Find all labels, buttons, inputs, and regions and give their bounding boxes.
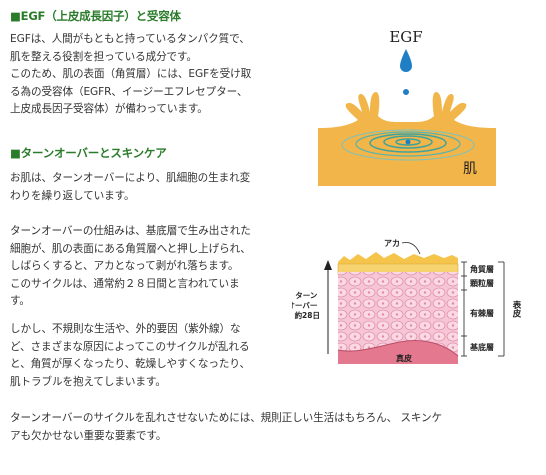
turnover-mechanism: ターンオーバーの仕組みは、基底層で生み出された 細胞が、肌の表面にある角質層へと… xyxy=(10,223,251,311)
egf-receptor-illustration: EGF 肌 xyxy=(318,28,496,186)
layer-label: 顆粒層 xyxy=(470,278,494,288)
text-line: す。 xyxy=(10,295,30,308)
dermis xyxy=(338,340,458,364)
turnover-heading: ■ターンオーバーとスキンケア xyxy=(10,146,167,160)
egf-paragraph: EGFは、人間がもともと持っているタンパク質で、 肌を整える役割を担っている成分… xyxy=(10,31,251,119)
layer-label: 基底層 xyxy=(469,342,494,352)
text-line: しばらくすると、アカとなって剥がれ落ちます。 xyxy=(10,260,239,273)
text-line: と、角質が厚くなったり、乾燥しやすくなったり、 xyxy=(10,358,250,371)
text-line: お肌は、ターンオーバーにより、肌細胞の生まれ変 xyxy=(10,172,251,184)
ripple-ring xyxy=(369,133,447,153)
layer-label: 角質層 xyxy=(470,264,494,274)
turnover-line: ターン xyxy=(295,290,318,300)
skin-label: 肌 xyxy=(463,161,477,177)
text-line: ターンオーバーの仕組みは、基底層で生み出された xyxy=(10,225,251,237)
text-line: 肌を整える役割を担っている成分です。 xyxy=(10,50,197,63)
layer-label: 有棘層 xyxy=(470,308,494,318)
turnover-disruption: しかし、不規則な生活や、外的要因（紫外線）な ど、さまざまな原因によってこのサイ… xyxy=(10,321,250,391)
turnover-label: ターン オーバー 約28日 xyxy=(292,290,320,320)
text-line: このため、肌の表面（角質層）には、EGFを受け取 xyxy=(10,68,252,81)
turnover-line: 約28日 xyxy=(295,310,320,320)
skin-surface xyxy=(318,92,496,144)
egf-label: EGF xyxy=(389,28,422,46)
text-line: 上皮成長因子受容体）が備わっています。 xyxy=(10,103,208,116)
turnover-line: オーバー xyxy=(292,301,317,310)
ripple-ring xyxy=(355,131,461,157)
text-line: ターンオーバーのサイクルを乱れさせないためには、規則正しい生活はもちろん、 スキ… xyxy=(10,412,443,424)
text-line: アも欠かせない重要な要素です。 xyxy=(10,429,167,442)
text-line: しかし、不規則な生活や、外的要因（紫外線）な xyxy=(10,323,241,335)
text-line: わりを繰り返しています。 xyxy=(10,189,135,202)
egf-drop xyxy=(400,49,412,72)
egf-small-drop xyxy=(403,89,409,95)
skin-lower xyxy=(318,143,496,186)
turnover-arrow-head xyxy=(324,260,332,270)
text-line: 肌トラブルを抱えてしまいます。 xyxy=(10,375,166,388)
text-line: ど、さまざまな原因によってこのサイクルが乱れる xyxy=(10,340,250,353)
text-line: る為の受容体（EGFR、イージーエフレセプター、 xyxy=(10,85,248,98)
turnover-intro: お肌は、ターンオーバーにより、肌細胞の生まれ変 わりを繰り返しています。 xyxy=(10,170,250,205)
ripple-ring xyxy=(383,135,433,149)
egf-heading: ■EGF（上皮成長因子）と受容体 xyxy=(10,9,181,23)
basal-line xyxy=(337,340,459,357)
aka-pointer xyxy=(401,242,421,255)
text-line: EGFは、人間がもともと持っているタンパク質で、 xyxy=(10,33,250,45)
aka-label: アカ xyxy=(384,239,400,248)
closing-paragraph: ターンオーバーのサイクルを乱れさせないためには、規則正しい生活はもちろん、 スキ… xyxy=(10,410,442,445)
ripple-ring xyxy=(341,129,475,161)
text-line: このサイクルは、通常約２８日間と言われていま xyxy=(10,277,240,290)
text-line: 細胞が、肌の表面にある角質層へと押し上げられ、 xyxy=(10,242,251,255)
dermis-label: 真皮 xyxy=(396,353,412,363)
ripple-center xyxy=(405,139,411,145)
epidermis-label: 表皮 xyxy=(511,300,522,319)
ripple-ring xyxy=(395,138,421,146)
skin-layer-diagram: アカ 真皮 ターン オーバー 約28日 角質層 顆粒層 有棘層 基底層 表皮 xyxy=(292,239,522,364)
